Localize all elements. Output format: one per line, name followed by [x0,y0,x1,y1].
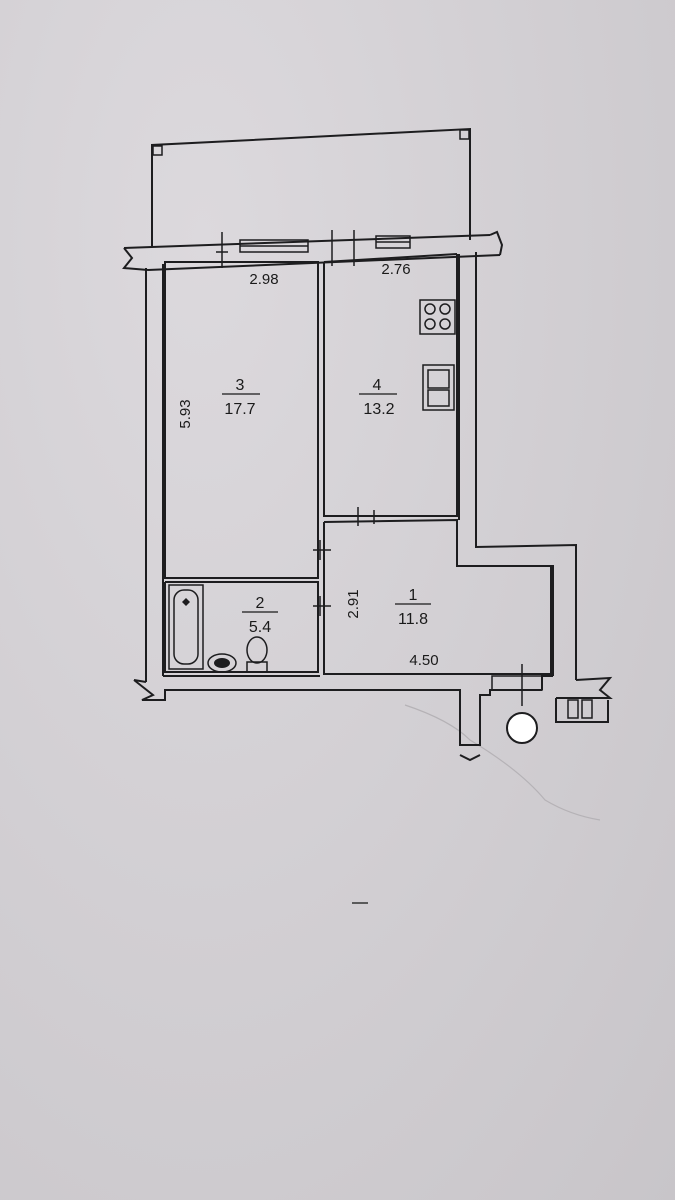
dim-room4-width: 2.76 [381,261,410,278]
dim-room3-width: 2.98 [249,271,278,288]
room-3-outline [164,261,319,579]
exterior-walls [122,230,613,762]
room-1-number: 1 [409,587,418,604]
room-2-outline [164,581,319,673]
room-2-area: 5.4 [249,619,271,636]
riser-circle [506,712,538,744]
paper-crease [404,704,601,821]
dim-room1-depth: 2.91 [345,589,362,618]
balcony [151,127,471,246]
room-1-outline [323,518,552,675]
sink-icon [422,364,455,411]
dim-room3-length: 5.93 [177,399,194,428]
ventilation-shaft [567,699,593,719]
room-4-outline [323,254,458,517]
room-1-area: 11.8 [398,611,428,628]
dim-room1-length: 4.50 [409,652,438,669]
room-3-area: 17.7 [224,401,255,418]
room-4-area: 13.2 [363,401,394,418]
room-3-number: 3 [236,377,245,394]
washbasin-icon [207,653,237,673]
stove-icon [419,299,456,335]
room-4-number: 4 [373,377,382,394]
entry-door [491,664,543,706]
bathtub-icon [168,584,204,670]
room-2-number: 2 [256,595,265,612]
toilet-icon [246,636,268,673]
